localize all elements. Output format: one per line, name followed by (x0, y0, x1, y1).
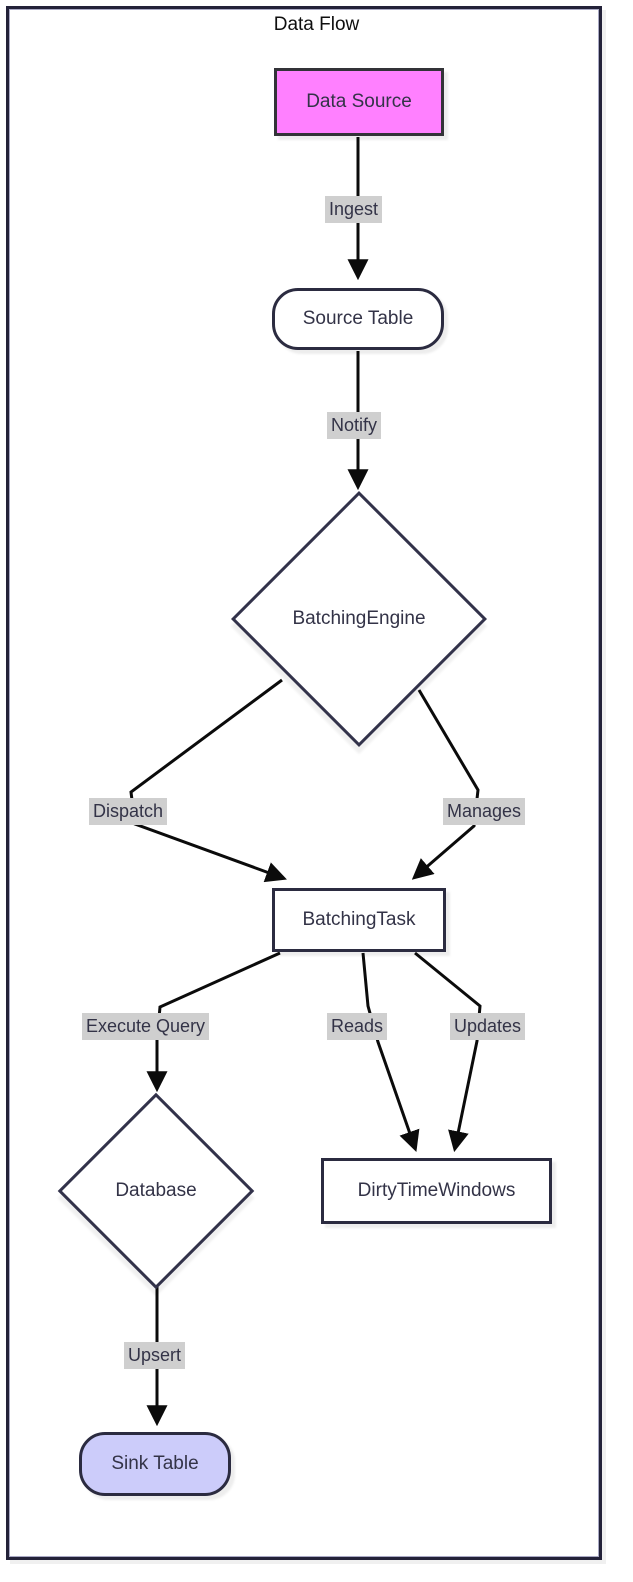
node-data-source[interactable]: Data Source (274, 68, 444, 136)
node-dirty-time-windows-label: DirtyTimeWindows (357, 1180, 516, 1201)
edge-updates (414, 951, 482, 1153)
edge-label-ingest: Ingest (325, 196, 383, 223)
node-sink-table[interactable]: Sink Table (79, 1432, 231, 1496)
node-sink-table-label: Sink Table (111, 1453, 199, 1474)
edge-label-upsert: Upsert (124, 1342, 186, 1369)
edge-label-reads: Reads (327, 1013, 388, 1040)
node-batching-engine-label: BatchingEngine (292, 608, 426, 629)
node-batching-engine[interactable]: BatchingEngine (231, 491, 487, 747)
node-database-label: Database (115, 1180, 197, 1201)
node-database[interactable]: Database (57, 1092, 255, 1290)
edge-label-notify: Notify (327, 412, 382, 439)
node-data-source-label: Data Source (306, 91, 412, 112)
node-dirty-time-windows[interactable]: DirtyTimeWindows (321, 1158, 552, 1224)
diagram-title: Data Flow (273, 14, 360, 35)
node-source-table[interactable]: Source Table (272, 288, 444, 350)
edge-label-execute-query: Execute Query (82, 1013, 210, 1040)
edge-label-manages: Manages (443, 798, 526, 825)
edge-label-updates: Updates (450, 1013, 526, 1040)
edge-reads (361, 952, 420, 1152)
edge-label-dispatch: Dispatch (89, 798, 168, 825)
node-source-table-label: Source Table (302, 308, 414, 329)
node-batching-task-label: BatchingTask (302, 909, 416, 930)
node-batching-task[interactable]: BatchingTask (272, 888, 446, 952)
